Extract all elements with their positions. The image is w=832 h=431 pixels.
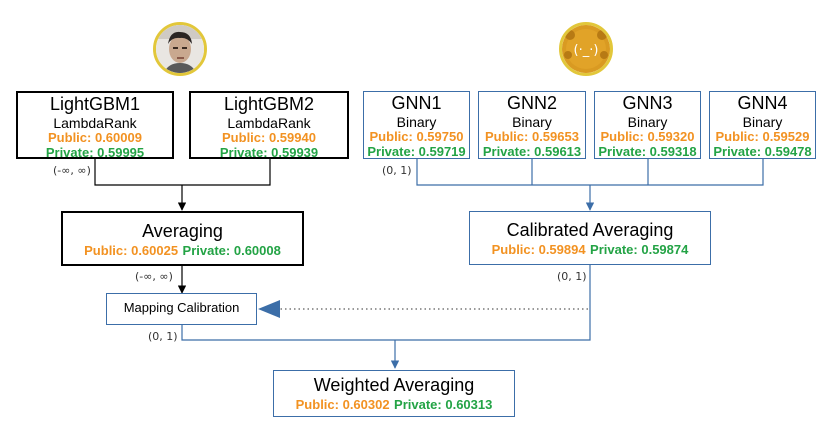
lightgbm1-objective: LambdaRank (53, 114, 137, 131)
weighted-averaging-title: Weighted Averaging (313, 375, 475, 395)
gnn2-title: GNN2 (506, 93, 557, 113)
lgbm-merge-line (94, 159, 271, 186)
mapping-calibration-box: Mapping Calibration (106, 293, 257, 325)
lightgbm2-box: LightGBM2 LambdaRank Public: 0.59940 Pri… (189, 91, 349, 160)
gnn1-public-score: Public: 0.59750 (369, 128, 464, 144)
gnn4-box: GNN4 Binary Public: 0.59529 Private: 0.5… (709, 91, 816, 159)
gnn1-box: GNN1 Binary Public: 0.59750 Private: 0.5… (363, 91, 470, 159)
gnn3-objective: Binary (627, 113, 668, 130)
calibrated-public-score: Public: 0.59894 (491, 241, 586, 257)
calibrated-private-score: Private: 0.59874 (590, 241, 689, 257)
gnn3-title: GNN3 (622, 93, 673, 113)
gnn3-private-score: Private: 0.59318 (598, 143, 697, 159)
gnn1-title: GNN1 (391, 93, 442, 113)
gnn1-private-score: Private: 0.59719 (367, 143, 466, 159)
weighted-private-score: Private: 0.60313 (394, 396, 493, 412)
gnn4-objective: Binary (742, 113, 783, 130)
gnn3-box: GNN3 Binary Public: 0.59320 Private: 0.5… (594, 91, 701, 159)
gnn2-objective: Binary (512, 113, 552, 130)
lightgbm1-private-score: Private: 0.59995 (45, 144, 145, 160)
mapping-output-range: (0, 1) (148, 330, 178, 343)
final-merge-line (181, 265, 591, 341)
mapping-calibration-title: Mapping Calibration (123, 300, 240, 315)
gnn2-public-score: Public: 0.59653 (485, 128, 579, 144)
lightgbm1-title: LightGBM1 (49, 94, 141, 114)
person-photo-avatar (153, 22, 207, 76)
lightgbm2-private-score: Private: 0.59939 (219, 144, 319, 160)
calibrated-averaging-box: Calibrated Averaging Public: 0.59894 Pri… (469, 211, 711, 265)
gnn4-title: GNN4 (737, 93, 788, 113)
averaging-output-range: (-∞, ∞) (135, 270, 173, 283)
gnn3-public-score: Public: 0.59320 (600, 128, 695, 144)
gnn-merge-line (416, 159, 764, 186)
averaging-box: Averaging Public: 0.60025 Private: 0.600… (61, 211, 304, 266)
gnn2-private-score: Private: 0.59613 (482, 143, 582, 159)
gnn4-public-score: Public: 0.59529 (715, 128, 810, 144)
lightgbm2-objective: LambdaRank (227, 114, 311, 131)
averaging-public-score: Public: 0.60025 (84, 242, 179, 258)
lightgbm1-public-score: Public: 0.60009 (48, 129, 142, 145)
cartoon-face-avatar: (·_·) (559, 22, 613, 76)
calibrated-output-range: (0, 1) (557, 270, 587, 283)
lightgbm2-public-score: Public: 0.59940 (222, 129, 316, 145)
lgbm-output-range: (-∞, ∞) (53, 164, 91, 177)
gnn2-box: GNN2 Binary Public: 0.59653 Private: 0.5… (478, 91, 586, 159)
averaging-title: Averaging (142, 221, 223, 241)
averaging-private-score: Private: 0.60008 (182, 242, 281, 258)
weighted-averaging-box: Weighted Averaging Public: 0.60302 Priva… (273, 370, 515, 417)
gnn4-private-score: Private: 0.59478 (713, 143, 812, 159)
gnn1-objective: Binary (396, 113, 437, 130)
calibrated-averaging-title: Calibrated Averaging (506, 220, 674, 240)
dotted-arrow-head (258, 300, 280, 318)
weighted-public-score: Public: 0.60302 (295, 396, 390, 412)
lightgbm1-box: LightGBM1 LambdaRank Public: 0.60009 Pri… (16, 91, 174, 160)
gnn-output-range: (0, 1) (382, 164, 412, 177)
lightgbm2-title: LightGBM2 (223, 94, 315, 114)
svg-text:(·_·): (·_·) (574, 43, 599, 58)
